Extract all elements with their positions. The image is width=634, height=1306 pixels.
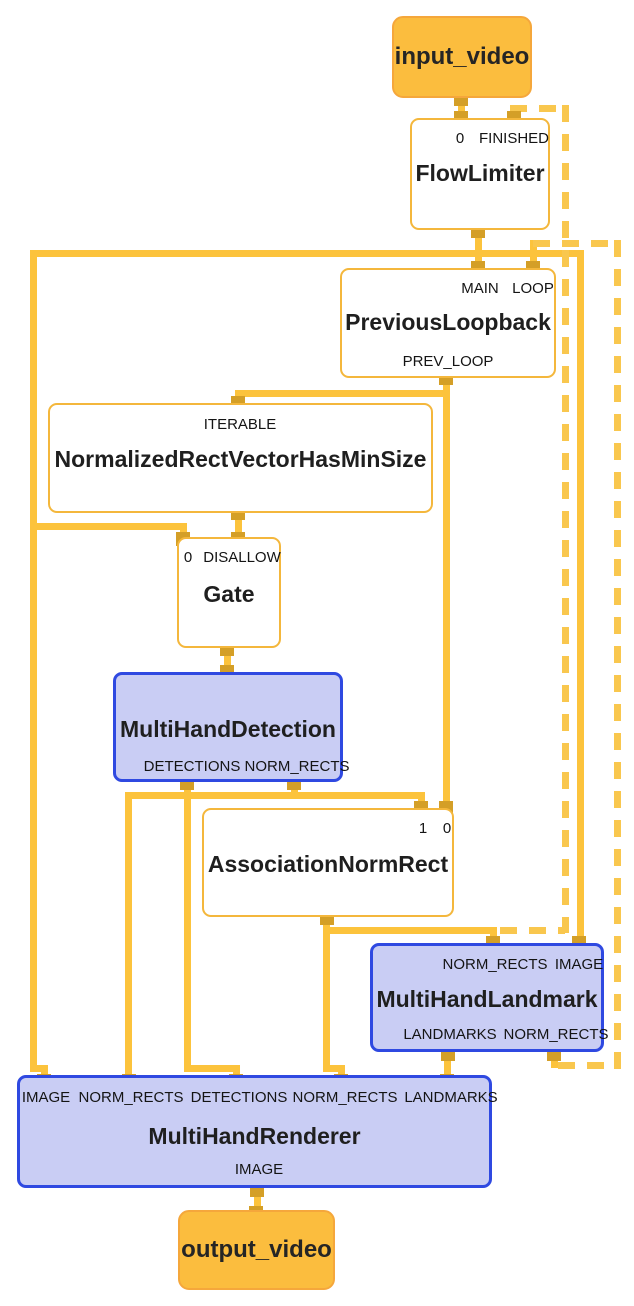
edge-assoc-out-v bbox=[323, 914, 330, 1072]
edge-minsize-disallow bbox=[235, 510, 242, 542]
port-label-image-in: IMAGE bbox=[554, 956, 604, 973]
port-label-image-out: IMAGE bbox=[234, 1161, 284, 1178]
port-label-0: 0 bbox=[442, 820, 452, 837]
port-label-normrects1: NORM_RECTS bbox=[292, 1089, 398, 1106]
edge-detections-jog-v bbox=[233, 1065, 240, 1079]
port-label-normrects0: NORM_RECTS bbox=[78, 1089, 184, 1106]
edge-image-right-vertical bbox=[577, 250, 584, 941]
node-minsize[interactable]: ITERABLE NormalizedRectVectorHasMinSize bbox=[48, 403, 433, 513]
node-input-video[interactable]: input_video bbox=[392, 16, 532, 98]
node-multihandrenderer[interactable]: IMAGE NORM_RECTS DETECTIONS NORM_RECTS L… bbox=[17, 1075, 498, 1188]
node-title: MultiHandDetection bbox=[120, 716, 336, 742]
edge-assoc-landmark-stub bbox=[490, 927, 497, 944]
node-title: input_video bbox=[394, 43, 530, 70]
edge-landmarks-renderer bbox=[444, 1047, 451, 1080]
edge-renderer-outputvideo bbox=[254, 1191, 261, 1213]
edge-iterable-h bbox=[235, 390, 449, 397]
port-label-landmarks: LANDMARKS bbox=[404, 1089, 498, 1106]
node-title: PreviousLoopback bbox=[345, 309, 551, 335]
edge-loop-stub bbox=[530, 240, 537, 263]
port-label-landmarks-out: LANDMARKS bbox=[403, 1026, 497, 1043]
edge-inputvideo-flowlimiter bbox=[458, 92, 465, 120]
edge-throttled-bus bbox=[30, 250, 584, 257]
dashed-edge-finished-v bbox=[562, 105, 569, 933]
dashed-edge-finished-bottom-h bbox=[500, 927, 565, 934]
node-title: FlowLimiter bbox=[415, 160, 545, 186]
port-label-normrects: NORM_RECTS bbox=[244, 758, 350, 775]
node-title: MultiHandRenderer bbox=[148, 1123, 361, 1149]
port-label-main: MAIN bbox=[461, 280, 499, 297]
node-multihandlandmark[interactable]: NORM_RECTS IMAGE MultiHandLandmark LANDM… bbox=[370, 943, 609, 1052]
edge-detections-v bbox=[184, 779, 191, 1072]
node-title: AssociationNormRect bbox=[207, 851, 449, 877]
dashed-edge-loop-h bbox=[533, 240, 621, 247]
edge-landmark-normrects-out-stub bbox=[551, 1054, 558, 1068]
node-output-video[interactable]: output_video bbox=[178, 1210, 335, 1290]
edge-assoc-renderer-jog-h bbox=[323, 1065, 344, 1072]
edge-renderer-image-jog-v bbox=[41, 1065, 48, 1079]
port-label-normrects-out: NORM_RECTS bbox=[503, 1026, 609, 1043]
port-label-0: 0 bbox=[455, 130, 465, 147]
port-label-finished: FINISHED bbox=[478, 130, 550, 147]
port-label-detections: DETECTIONS bbox=[143, 758, 241, 775]
node-associationnormrect[interactable]: 1 0 AssociationNormRect bbox=[202, 808, 454, 917]
node-title: Gate bbox=[203, 581, 255, 607]
edge-gate-detection bbox=[224, 645, 231, 672]
port-label-disallow: DISALLOW bbox=[203, 549, 281, 566]
edge-left-vertical bbox=[30, 250, 37, 1072]
port-label-1: 1 bbox=[418, 820, 428, 837]
port-label-0: 0 bbox=[183, 549, 193, 566]
node-title: output_video bbox=[181, 1236, 332, 1263]
edge-normrects-h bbox=[125, 792, 424, 799]
node-multihanddetection[interactable]: MultiHandDetection DETECTIONS NORM_RECTS bbox=[113, 672, 350, 782]
port-label-normrects-in: NORM_RECTS bbox=[442, 956, 548, 973]
dashed-edge-loop-bottom-h bbox=[558, 1062, 621, 1069]
node-title: MultiHandLandmark bbox=[376, 986, 598, 1012]
node-title: NormalizedRectVectorHasMinSize bbox=[54, 446, 427, 472]
port-label-iterable: ITERABLE bbox=[203, 416, 277, 433]
dashed-edge-finished-h bbox=[510, 105, 569, 112]
edge-normrects-left-v bbox=[125, 792, 132, 1080]
edge-assoc-landmark-h bbox=[323, 927, 496, 934]
edge-assoc-renderer-jog-v bbox=[338, 1065, 345, 1079]
edge-renderer-image-jog-h bbox=[30, 1065, 47, 1072]
node-flowlimiter[interactable]: 0 FINISHED FlowLimiter bbox=[410, 118, 550, 230]
port-label-loop: LOOP bbox=[512, 280, 554, 297]
edge-detections-jog-h bbox=[184, 1065, 239, 1072]
port-label-image: IMAGE bbox=[21, 1089, 71, 1106]
dashed-edge-loop-v bbox=[614, 240, 621, 1072]
port-label-prevloop: PREV_LOOP bbox=[402, 353, 494, 370]
port-label-detections: DETECTIONS bbox=[190, 1089, 288, 1106]
node-previousloopback[interactable]: MAIN LOOP PreviousLoopback PREV_LOOP bbox=[340, 268, 556, 378]
node-gate[interactable]: 0 DISALLOW Gate bbox=[177, 537, 281, 648]
edge-prevloop-v bbox=[443, 375, 450, 811]
edge-gate0-h bbox=[30, 523, 187, 530]
